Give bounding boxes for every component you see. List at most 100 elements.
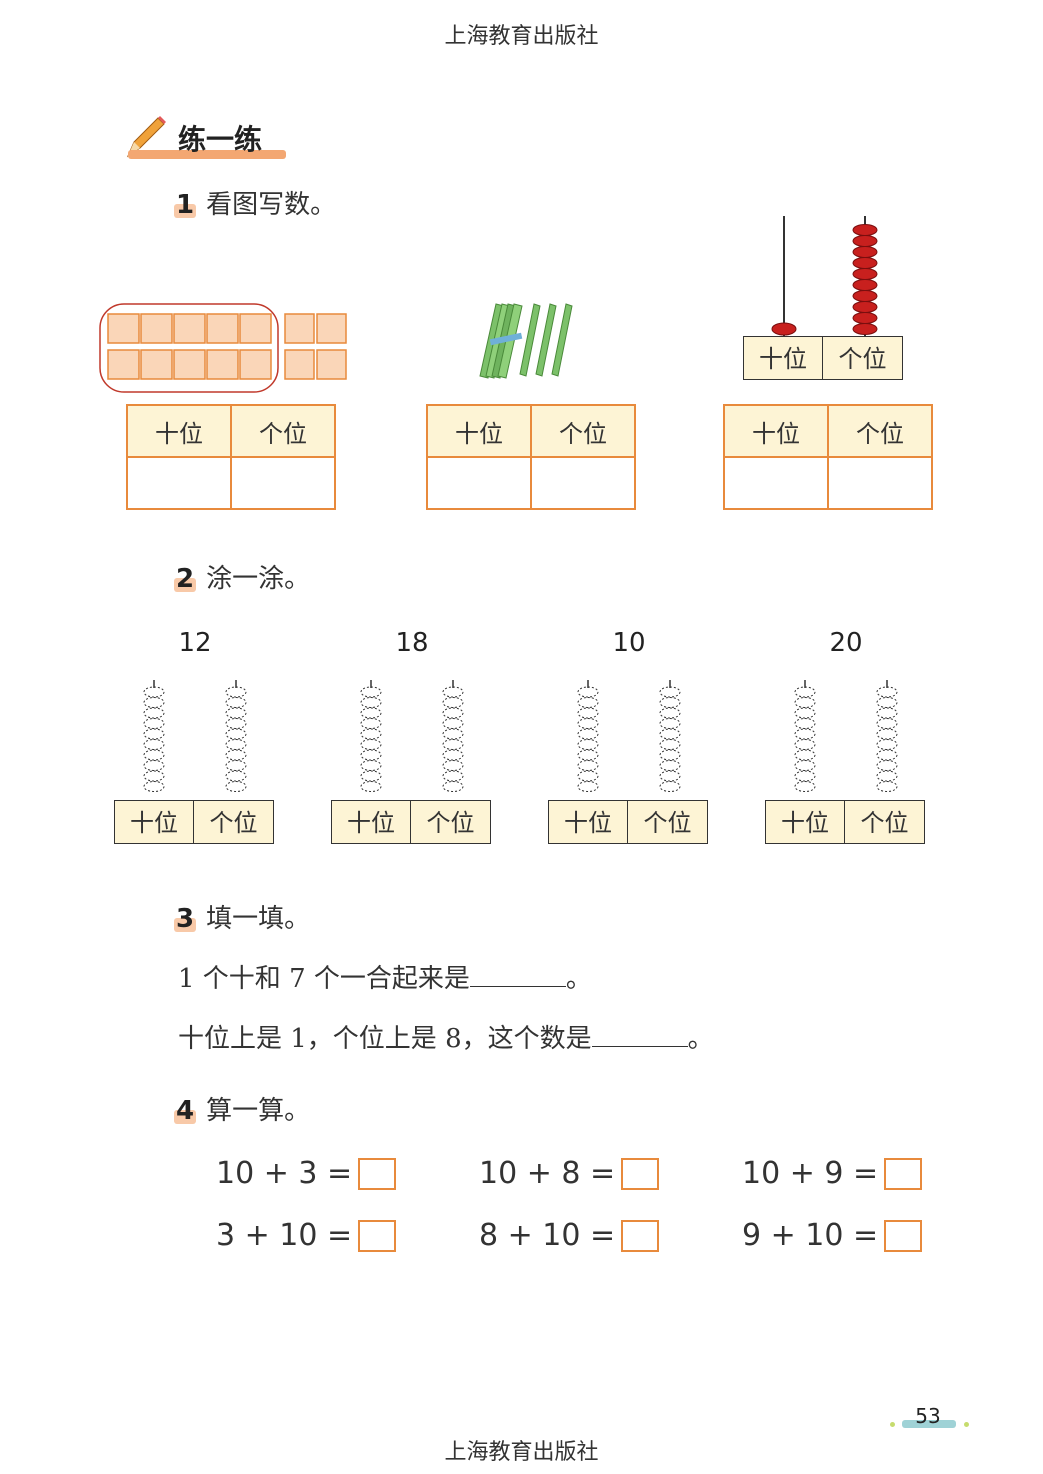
- decor-dot: [890, 1422, 895, 1427]
- empty-bead-outline: [659, 739, 681, 750]
- equation: 10 + 3 =: [216, 1156, 397, 1191]
- empty-bead-outline: [360, 770, 382, 782]
- q3-line-1-end: 。: [565, 964, 592, 994]
- empty-bead-outline: [659, 770, 681, 782]
- empty-bead-outline: [442, 707, 464, 719]
- abacus-ones-label: 个位: [411, 800, 491, 844]
- empty-bead-outline: [577, 707, 599, 719]
- q2-abacus-base: 十位个位: [548, 800, 708, 844]
- table-tens-answer-cell[interactable]: [126, 456, 232, 510]
- q2-target-number: 10: [612, 628, 646, 658]
- empty-bead-outline: [876, 707, 898, 719]
- table-ones-answer-cell[interactable]: [530, 456, 636, 510]
- abacus-tens-label: 十位: [743, 336, 823, 380]
- empty-bead-outline: [360, 781, 382, 792]
- q1-instruction: 看图写数。: [206, 190, 337, 220]
- abacus-ones-label: 个位: [194, 800, 274, 844]
- empty-bead-outline: [794, 697, 816, 708]
- q1-place-value-table-2: 十位个位: [426, 404, 636, 510]
- q3-line-2-text: 十位上是 1，个位上是 8，这个数是: [178, 1024, 592, 1054]
- empty-bead-outline: [143, 697, 165, 708]
- empty-bead-outline: [143, 739, 165, 750]
- empty-bead-outline: [225, 760, 247, 771]
- empty-bead-outline: [360, 718, 382, 729]
- empty-bead-outline: [659, 686, 681, 698]
- equation-text: 10 + 9 =: [742, 1156, 879, 1191]
- empty-bead-outline: [225, 697, 247, 708]
- equation-text: 9 + 10 =: [742, 1218, 879, 1253]
- equation-text: 10 + 3 =: [216, 1156, 353, 1191]
- table-tens-header: 十位: [426, 404, 532, 458]
- empty-bead-outline: [360, 707, 382, 719]
- empty-bead-outline: [659, 718, 681, 729]
- empty-bead-outline: [225, 770, 247, 782]
- empty-bead-outline: [577, 718, 599, 729]
- answer-box[interactable]: [884, 1219, 923, 1252]
- q2-instruction: 涂一涂。: [206, 564, 311, 594]
- answer-box[interactable]: [884, 1157, 923, 1190]
- page-number-bar: [902, 1420, 956, 1428]
- empty-bead-outline: [360, 739, 382, 750]
- empty-bead-outline: [143, 749, 165, 761]
- q3-line-1: 1 个十和 7 个一合起来是。: [178, 958, 592, 995]
- empty-bead-outline: [143, 718, 165, 729]
- empty-bead-outline: [794, 707, 816, 719]
- equation: 3 + 10 =: [216, 1218, 397, 1253]
- header-publisher: 上海教育出版社: [444, 24, 599, 49]
- abacus-ones-label: 个位: [823, 336, 903, 380]
- answer-box[interactable]: [358, 1219, 397, 1252]
- answer-box[interactable]: [621, 1219, 660, 1252]
- empty-bead-outline: [225, 739, 247, 750]
- q3-instruction: 填一填。: [206, 904, 311, 934]
- section-title-underline: [128, 150, 286, 159]
- empty-bead-outline: [876, 697, 898, 708]
- empty-bead-outline: [876, 686, 898, 698]
- page-number: 53: [915, 1404, 941, 1428]
- empty-bead-outline: [442, 718, 464, 729]
- empty-bead-outline: [577, 686, 599, 698]
- q1-place-value-table-1: 十位个位: [126, 404, 336, 510]
- q2-abacus-rods[interactable]: [331, 678, 493, 800]
- q2-abacus-base: 十位个位: [114, 800, 274, 844]
- table-tens-answer-cell[interactable]: [723, 456, 829, 510]
- table-tens-header: 十位: [126, 404, 232, 458]
- abacus-tens-label: 十位: [114, 800, 194, 844]
- equation: 10 + 8 =: [479, 1156, 660, 1191]
- empty-bead-outline: [442, 686, 464, 698]
- q2-abacus-base: 十位个位: [765, 800, 925, 844]
- empty-bead-outline: [143, 770, 165, 782]
- answer-box[interactable]: [621, 1157, 660, 1190]
- table-tens-answer-cell[interactable]: [426, 456, 532, 510]
- empty-bead-outline: [794, 770, 816, 782]
- empty-bead-outline: [794, 686, 816, 698]
- empty-bead-outline: [360, 728, 382, 740]
- empty-bead-outline: [143, 781, 165, 792]
- q3-answer-blank-2[interactable]: [591, 1020, 688, 1047]
- q2-abacus-rods[interactable]: [765, 678, 927, 800]
- table-ones-answer-cell[interactable]: [230, 456, 336, 510]
- answer-box[interactable]: [358, 1157, 397, 1190]
- empty-bead-outline: [442, 749, 464, 761]
- q2-abacus-rods[interactable]: [548, 678, 710, 800]
- empty-bead-outline: [577, 728, 599, 740]
- q3-line-2: 十位上是 1，个位上是 8，这个数是 。: [178, 1018, 714, 1055]
- empty-bead-outline: [876, 781, 898, 792]
- q1-square-blocks: [99, 303, 347, 393]
- empty-bead-outline: [225, 749, 247, 761]
- q2-abacus-base: 十位个位: [331, 800, 491, 844]
- q3-line-2-end: 。: [687, 1024, 714, 1054]
- section-title: 练一练: [178, 123, 263, 156]
- equation-text: 10 + 8 =: [479, 1156, 616, 1191]
- table-ones-answer-cell[interactable]: [827, 456, 933, 510]
- empty-bead-outline: [360, 749, 382, 761]
- table-tens-header: 十位: [723, 404, 829, 458]
- empty-bead-outline: [225, 728, 247, 740]
- q3-answer-blank-1[interactable]: [469, 960, 566, 987]
- q1-abacus-rods: [771, 216, 878, 336]
- abacus-tens-label: 十位: [331, 800, 411, 844]
- q2-abacus-rods[interactable]: [114, 678, 276, 800]
- empty-bead-outline: [577, 770, 599, 782]
- q1-abacus-base: 十位 个位: [743, 336, 903, 380]
